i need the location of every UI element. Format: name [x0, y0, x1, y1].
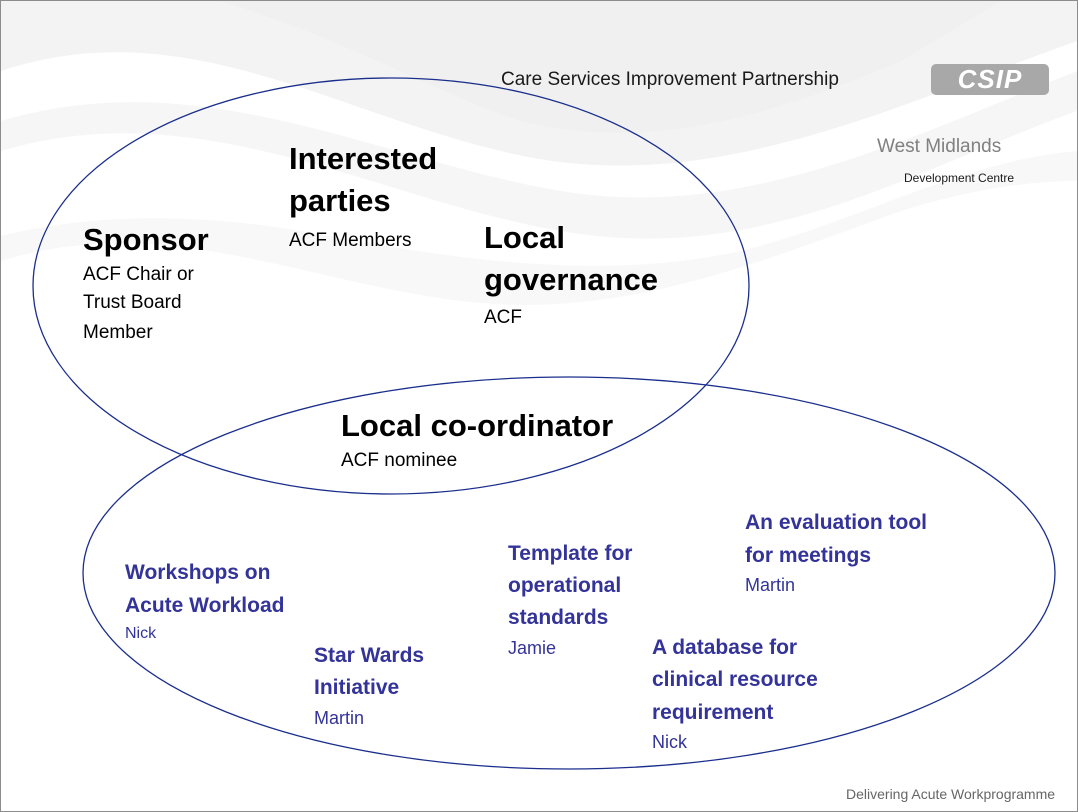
local-governance-title-line-2: governance [484, 262, 659, 297]
template-owner: Jamie [508, 638, 557, 658]
template-title-line-2: operational [508, 574, 622, 597]
database-title-line-2: clinical resource [652, 668, 818, 691]
workshops-owner: Nick [125, 625, 157, 642]
organisation-name: Care Services Improvement Partnership [501, 69, 839, 90]
evaluation-owner: Martin [745, 575, 796, 595]
star-wards-owner: Martin [314, 708, 365, 728]
workshops-title-line-1: Workshops on [125, 561, 271, 584]
footer-text: Delivering Acute Workprogramme [846, 786, 1056, 802]
sponsor-detail-line-3: Member [83, 322, 153, 343]
swoosh-band-4 [1, 151, 1077, 305]
region-name: West Midlands [877, 136, 1002, 157]
star-wards-title-line-2: Initiative [314, 676, 400, 699]
database-owner: Nick [652, 732, 687, 752]
local-governance-title-line-1: Local [484, 220, 565, 255]
sponsor-detail-line-1: ACF Chair or [83, 264, 194, 285]
database-title-line-1: A database for [652, 636, 798, 659]
swoosh-band-2 [1, 71, 1077, 239]
interested-parties-title-line-2: parties [289, 183, 391, 218]
local-governance-detail: ACF [484, 307, 522, 328]
local-coordinator-title: Local co-ordinator [341, 408, 614, 443]
workshops-title-line-2: Acute Workload [125, 594, 285, 617]
upper-circle [32, 77, 750, 495]
template-title-line-1: Template for [508, 542, 633, 565]
development-centre: Development Centre [904, 171, 1015, 185]
evaluation-title-line-1: An evaluation tool [745, 511, 928, 534]
swoosh-band-3 [221, 1, 1001, 133]
interested-parties-detail: ACF Members [289, 230, 412, 251]
local-coordinator-detail: ACF nominee [341, 450, 458, 471]
database-title-line-3: requirement [652, 701, 774, 724]
template-title-line-3: standards [508, 606, 609, 629]
csip-logo: CSIP [931, 64, 1049, 95]
star-wards-title-line-1: Star Wards [314, 644, 425, 667]
interested-parties-title-line-1: Interested [289, 141, 438, 176]
lower-circle [82, 376, 1056, 770]
sponsor-detail-line-2: Trust Board [83, 292, 182, 313]
evaluation-title-line-2: for meetings [745, 544, 872, 567]
sponsor-title: Sponsor [83, 222, 209, 257]
